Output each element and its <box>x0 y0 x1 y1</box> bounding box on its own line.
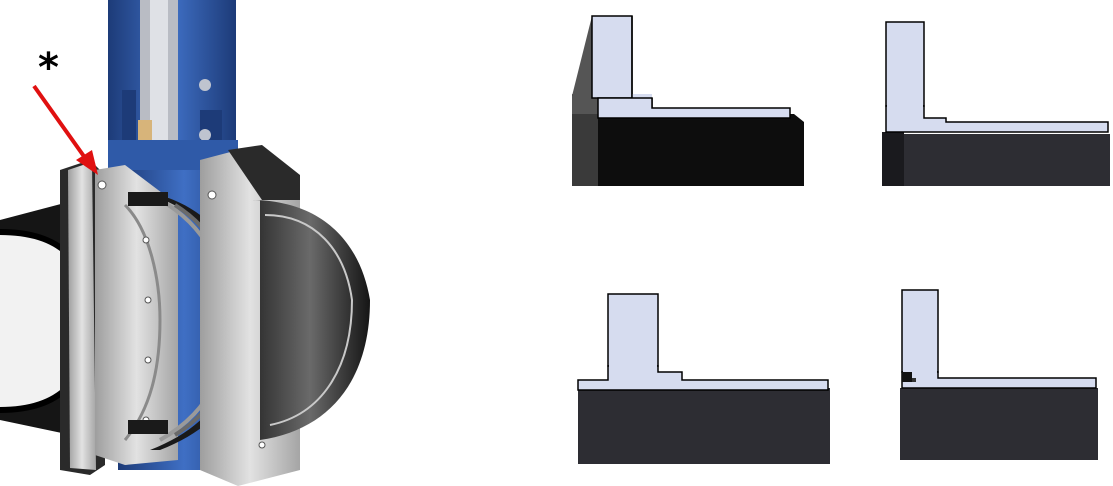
callout-asterisk-label: * <box>38 45 59 91</box>
valve-cutaway-illustration <box>0 0 370 486</box>
right-flange-and-pipe <box>200 145 370 486</box>
valve-stem-housing <box>108 0 238 180</box>
detail-top-left <box>572 15 804 186</box>
seal-ring <box>902 372 912 382</box>
left-flange-ring <box>95 165 178 465</box>
detail-bottom-left <box>577 293 830 464</box>
detail-top-right <box>882 21 1110 186</box>
callout-arrow <box>32 84 98 175</box>
detail-bottom-right <box>900 289 1098 460</box>
